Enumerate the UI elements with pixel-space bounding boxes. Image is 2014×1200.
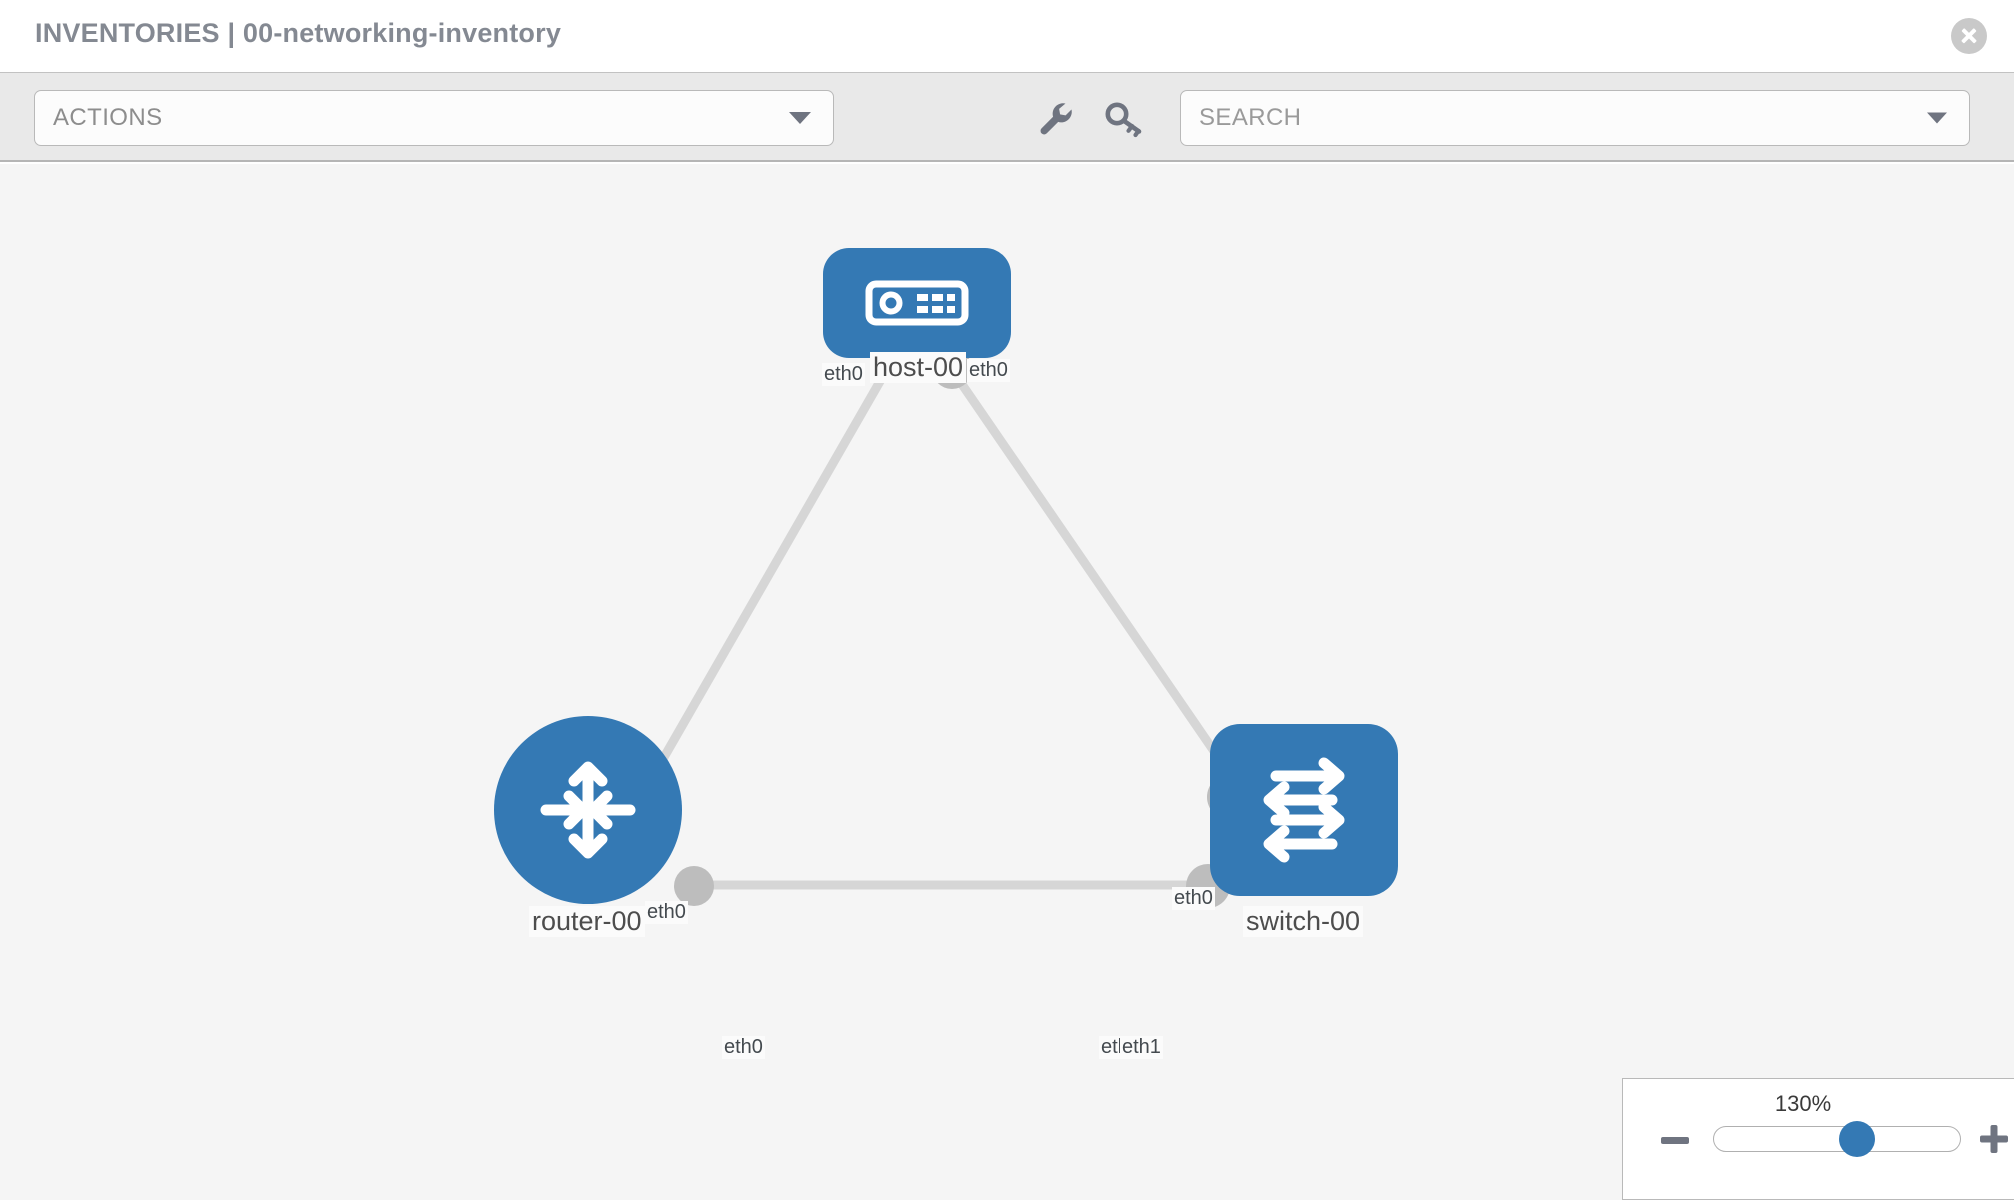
port-label-router-top: eth0	[645, 901, 688, 924]
zoom-slider-thumb[interactable]	[1838, 1121, 1875, 1157]
switch-node-shape[interactable]	[1210, 724, 1398, 896]
port-label-switch-left-eth1: eth1	[1120, 1036, 1163, 1059]
page-header: INVENTORIES | 00-networking-inventory	[0, 0, 2014, 72]
port-label-switch-top: eth0	[1172, 887, 1215, 910]
port-label-host-left: eth0	[822, 363, 865, 386]
host-node-shape[interactable]	[823, 248, 1011, 358]
topology-canvas[interactable]: host-00 eth0 eth0	[0, 164, 2014, 1200]
port-label-router-right: eth0	[722, 1036, 765, 1059]
toolbar: ACTIONS SEARCH	[0, 72, 2014, 162]
chevron-down-icon	[789, 112, 811, 124]
zoom-in-button[interactable]	[1979, 1124, 2009, 1154]
node-label-router-00: router-00	[529, 906, 645, 937]
server-icon	[865, 280, 969, 326]
search-input[interactable]: SEARCH	[1180, 90, 1970, 146]
switch-icon	[1263, 757, 1345, 863]
page-title: INVENTORIES | 00-networking-inventory	[35, 18, 562, 48]
key-icon[interactable]	[1102, 97, 1146, 141]
router-node-shape[interactable]	[494, 716, 682, 904]
topology-node-router-00[interactable]	[494, 716, 682, 904]
node-label-switch-00: switch-00	[1243, 906, 1364, 937]
zoom-level-value: 130%	[1774, 1091, 1832, 1116]
node-label-host-00: host-00	[870, 352, 967, 383]
zoom-control-panel: 130%	[1622, 1078, 2014, 1200]
zoom-slider[interactable]	[1713, 1121, 1961, 1157]
zoom-out-button[interactable]	[1661, 1137, 1689, 1144]
topology-node-host-00[interactable]	[823, 248, 1011, 358]
topology-links	[636, 361, 1244, 890]
topology-node-switch-00[interactable]	[1210, 724, 1398, 896]
router-icon	[540, 761, 636, 859]
search-placeholder: SEARCH	[1199, 104, 1302, 131]
close-icon[interactable]	[1951, 18, 1987, 54]
actions-dropdown[interactable]: ACTIONS	[34, 90, 834, 146]
port-label-host-right: eth0	[967, 359, 1010, 382]
wrench-icon[interactable]	[1034, 97, 1078, 141]
actions-dropdown-label: ACTIONS	[53, 104, 163, 131]
chevron-down-icon	[1927, 112, 1947, 124]
connector-router-right	[674, 866, 714, 906]
